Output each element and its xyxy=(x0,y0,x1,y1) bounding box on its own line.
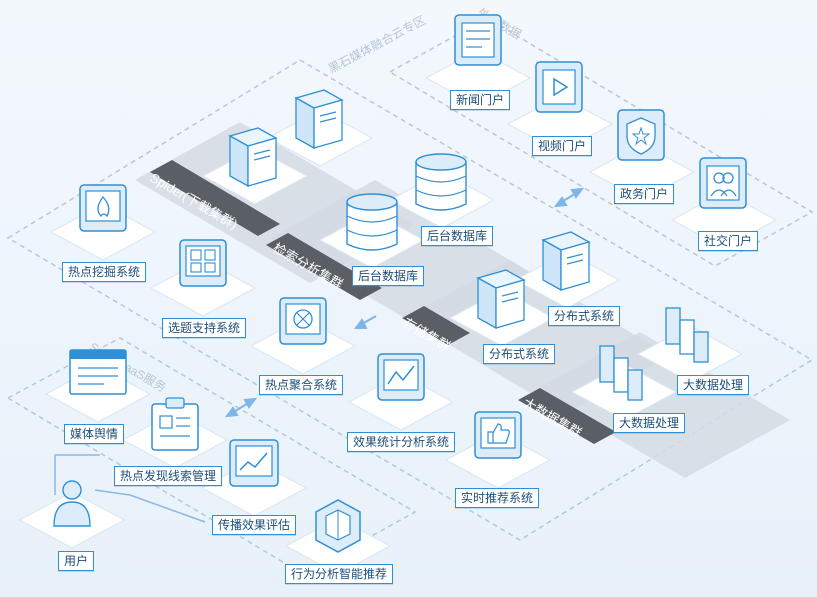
thumbs-up-icon xyxy=(474,411,522,459)
effect-stats-label: 效果统计分析系统 xyxy=(347,432,456,452)
topic-support-label: 选题支持系统 xyxy=(162,318,247,338)
spider-server-2-icon xyxy=(294,89,344,150)
bigdata-label-1: 大数据处理 xyxy=(613,413,686,433)
bigdata-label-band xyxy=(518,388,616,444)
bidirectional-arrow-saas xyxy=(224,397,258,418)
trend-chart-icon xyxy=(377,353,425,401)
realtime-recommend-label: 实时推荐系统 xyxy=(455,488,540,508)
behavior-recommend-label: 行为分析智能推荐 xyxy=(285,564,394,584)
clue-management-label: 热点发现线索管理 xyxy=(114,466,223,486)
user-label: 用户 xyxy=(58,551,95,571)
flame-icon xyxy=(79,184,127,232)
user-avatar-icon xyxy=(53,480,91,527)
backend-db-label-2: 后台数据库 xyxy=(421,226,494,246)
bigdata-label-2: 大数据处理 xyxy=(677,375,750,395)
social-portal-icon xyxy=(699,157,747,209)
storage-label-band xyxy=(402,306,470,345)
hotspot-mining-label: 热点挖掘系统 xyxy=(62,262,147,282)
distributed-server-2-icon xyxy=(541,231,591,292)
aggregation-icon xyxy=(279,297,327,345)
backend-db-label-1: 后台数据库 xyxy=(352,266,425,286)
bigdata-bars-1-icon xyxy=(599,345,643,401)
social-portal-label: 社交门户 xyxy=(698,231,759,251)
grid-layout-icon xyxy=(179,239,227,287)
distributed-label-2: 分布式系统 xyxy=(548,306,621,326)
hotspot-aggregation-label: 热点聚合系统 xyxy=(259,375,344,395)
news-portal-label: 新闻门户 xyxy=(450,90,511,110)
media-opinion-label: 媒体舆情 xyxy=(64,424,125,444)
bigdata-band xyxy=(535,332,790,478)
bidirectional-arrow-external xyxy=(553,187,585,208)
gov-portal-icon xyxy=(617,109,665,161)
behavior-analysis-icon xyxy=(315,499,361,553)
arrow-retrieval xyxy=(354,315,377,329)
media-opinion-icon xyxy=(69,349,127,395)
database-2-icon xyxy=(415,153,467,211)
distributed-server-1-icon xyxy=(476,269,526,330)
gov-portal-label: 政务门户 xyxy=(614,184,675,204)
video-portal-icon xyxy=(535,61,583,113)
spread-eval-label: 传播效果评估 xyxy=(212,515,297,535)
user-connection-lines xyxy=(54,454,206,523)
clue-management-icon xyxy=(151,397,199,451)
spider-server-1-icon xyxy=(228,127,278,188)
news-portal-icon xyxy=(454,14,502,66)
spider-label-band xyxy=(150,160,280,236)
database-1-icon xyxy=(346,193,398,251)
video-portal-label: 视频门户 xyxy=(532,136,593,156)
distributed-label-1: 分布式系统 xyxy=(483,344,556,364)
spread-eval-icon xyxy=(229,439,279,487)
bigdata-bars-2-icon xyxy=(665,307,709,363)
